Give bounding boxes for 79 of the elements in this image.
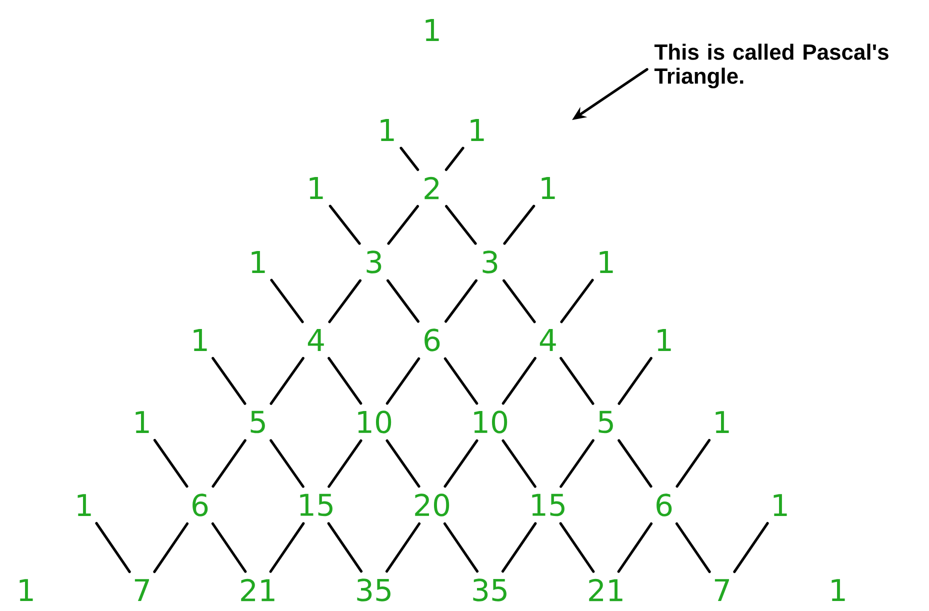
connector-line (560, 356, 594, 405)
number: 1 (716, 411, 729, 433)
number: 4 (308, 329, 324, 351)
connector-line (328, 356, 362, 405)
number: 1 (310, 177, 323, 199)
number: 7 (714, 579, 729, 601)
connector-line (328, 279, 362, 324)
connector-line (400, 146, 420, 172)
connector-line (270, 439, 304, 488)
note-text: This is called Pascal's Triangle. (654, 44, 888, 88)
number: 6 (656, 494, 672, 516)
connector-line (560, 439, 594, 488)
number: 1 (20, 579, 33, 601)
connector-line (618, 356, 652, 405)
connector-line (386, 439, 420, 488)
connector-line (386, 357, 420, 405)
connector-line (386, 279, 420, 323)
connector-line (212, 439, 246, 488)
connector-line (95, 522, 131, 574)
number: 35 (357, 578, 390, 602)
number: 1 (542, 177, 555, 199)
number: 10 (474, 410, 508, 434)
number: 21 (241, 578, 274, 602)
connector-line (211, 522, 247, 573)
connector-line (675, 522, 711, 574)
connector-line (502, 439, 536, 488)
number: 6 (192, 494, 208, 516)
connector-line (444, 357, 478, 405)
connector-line (733, 522, 769, 574)
number: 10 (358, 410, 392, 434)
number: 2 (424, 176, 439, 200)
connector-line (445, 204, 477, 245)
number: 1 (380, 119, 394, 141)
connector-line (153, 522, 189, 574)
number: 1 (658, 329, 671, 351)
number: 1 (252, 251, 265, 273)
connector-line (444, 439, 478, 488)
connector-line (676, 438, 711, 488)
connector-line (328, 439, 362, 488)
connector-line (327, 522, 363, 573)
number: 1 (136, 411, 149, 433)
connector-line (270, 356, 304, 405)
number: 1 (832, 579, 845, 601)
number: 7 (134, 579, 149, 601)
connector-line (503, 204, 536, 245)
number: 15 (300, 494, 332, 516)
number: 1 (78, 494, 91, 516)
number: 21 (589, 578, 622, 602)
connector-line (385, 522, 421, 573)
connector-line (212, 356, 246, 405)
connector-line (560, 278, 594, 324)
connector-line (502, 356, 536, 405)
connector-line (502, 279, 536, 324)
number: 3 (482, 250, 498, 274)
number: 15 (532, 494, 564, 516)
connector-line (328, 204, 361, 245)
connector-line (618, 439, 652, 488)
connector-line (387, 204, 419, 245)
number: 20 (415, 494, 450, 516)
connector-line (270, 278, 304, 324)
connector-line (444, 279, 478, 323)
number: 5 (598, 410, 613, 434)
number: 1 (426, 19, 439, 41)
connector-line (617, 522, 653, 573)
number: 1 (194, 329, 207, 351)
number: 5 (250, 410, 265, 434)
connector-line (153, 438, 188, 488)
connector-line (269, 522, 305, 573)
connector-line (501, 522, 537, 573)
number: 35 (473, 578, 506, 602)
connector-line (443, 522, 479, 573)
number: 1 (600, 251, 613, 273)
connector-line (444, 146, 464, 172)
number: 1 (470, 119, 484, 141)
connector-line (559, 522, 595, 573)
number: 6 (424, 328, 440, 352)
number: 3 (366, 250, 382, 274)
number: 4 (540, 329, 556, 351)
number: 1 (774, 494, 787, 516)
